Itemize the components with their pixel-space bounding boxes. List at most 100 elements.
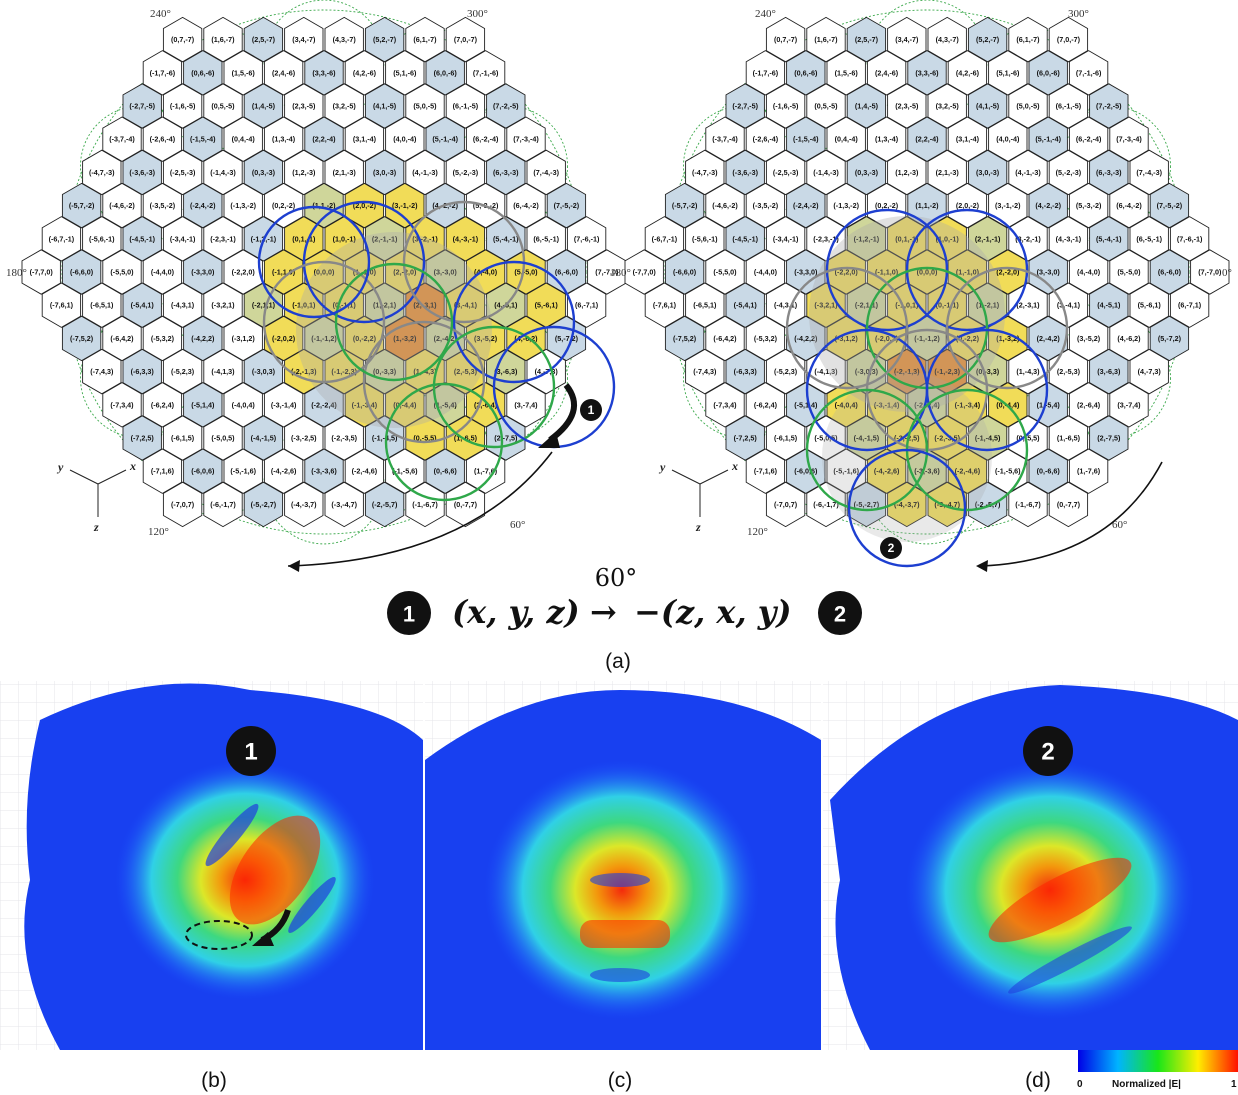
hex-cell — [82, 348, 122, 395]
hex-label: (3,4,-7) — [895, 35, 919, 44]
hex-cell — [82, 216, 122, 262]
hex-label: (1,-1,0) — [956, 268, 980, 277]
eq-rhs: −(z, x, y) — [634, 593, 792, 631]
hex-cell — [142, 50, 183, 96]
hex-cell — [1149, 315, 1190, 362]
hex-cell — [1028, 448, 1068, 494]
hex-cell — [162, 282, 203, 328]
hex-cell — [745, 382, 786, 428]
hex-label: (-7,0,7) — [774, 500, 798, 509]
hex-label: (-4,5,-1) — [732, 234, 758, 243]
hex-label: (4,-7,3) — [1138, 367, 1162, 376]
hex-label: (4,-2,-2) — [1035, 201, 1061, 210]
hex-label: (0,-1,1) — [333, 301, 357, 310]
hex-label: (-1,1,0) — [272, 268, 296, 277]
hex-label: (-7,4,3) — [693, 367, 717, 376]
hex-cell — [364, 83, 405, 129]
hex-label: (-7,5,2) — [673, 334, 697, 343]
hex-cell — [162, 149, 203, 196]
hex-label: (-5,6,-1) — [692, 234, 718, 243]
hex-cell — [304, 182, 344, 229]
hex-cell — [385, 382, 425, 428]
hex-label: (0,2,-2) — [272, 201, 296, 210]
hex-label: (6,-1,-5) — [1056, 102, 1082, 111]
hex-label: (0,6,-6) — [794, 68, 818, 77]
hex-label: (0,-7,7) — [454, 500, 478, 509]
hex-cell — [263, 249, 304, 295]
hex-label: (7,-5,-2) — [1157, 201, 1183, 210]
hex-label: (-3,1,2) — [835, 334, 859, 343]
axis-z-left: z — [93, 520, 99, 534]
hex-cell — [41, 216, 82, 262]
hex-label: (3,2,-5) — [936, 102, 960, 111]
hex-cell — [685, 149, 725, 196]
hex-cell — [725, 216, 765, 262]
hex-label: (0,-3,3) — [976, 367, 1000, 376]
angle-0-right: 0° — [1222, 267, 1232, 279]
hex-cell — [344, 182, 385, 229]
hex-label: (-2,6,-4) — [150, 135, 176, 144]
hex-label: (-3,6,-3) — [732, 168, 758, 177]
hex-cell — [826, 315, 866, 362]
hex-cell — [486, 415, 526, 461]
hex-label: (6,-6,0) — [1158, 268, 1182, 277]
hex-cell — [1028, 249, 1068, 295]
hex-cell — [826, 50, 866, 96]
hex-label: (0,3,-3) — [855, 168, 879, 177]
hex-cell — [927, 83, 967, 129]
hex-label: (-5,-2,7) — [854, 500, 880, 509]
hex-cell — [304, 50, 344, 96]
hex-label: (-2,-3,5) — [934, 434, 960, 443]
hex-cell — [364, 216, 405, 262]
hex-label: (-6,-1,7) — [210, 500, 236, 509]
hex-label: (-7,7,0) — [633, 268, 657, 277]
eq-badge-1-text: 1 — [403, 602, 415, 627]
hex-cell — [947, 448, 988, 494]
hex-label: (5,-6,1) — [1138, 301, 1162, 310]
hex-cell — [1109, 116, 1149, 162]
hex-cell — [765, 216, 806, 262]
hex-cell — [324, 149, 364, 196]
hex-label: (-1,4,-3) — [210, 168, 236, 177]
hex-cell — [122, 83, 162, 129]
hex-label: (2,-2,0) — [996, 268, 1020, 277]
hex-label: (-2,2,0) — [835, 268, 859, 277]
hex-cell — [1068, 249, 1109, 295]
hex-cell — [425, 382, 465, 428]
hex-label: (-5,1,4) — [794, 400, 818, 409]
hex-cell — [1089, 83, 1129, 129]
hex-label: (0,5,-5) — [211, 102, 235, 111]
hex-cell — [1028, 382, 1068, 428]
hex-label: (-4,1,3) — [211, 367, 235, 376]
hex-label: (-4,1,3) — [814, 367, 838, 376]
hex-label: (4,-6,2) — [1117, 334, 1141, 343]
hex-cell — [284, 83, 324, 129]
hex-label: (-6,0,6) — [794, 467, 818, 476]
hex-label: (-4,-1,5) — [854, 434, 880, 443]
hex-label: (-4,-3,7) — [894, 500, 920, 509]
hex-label: (-1,7,-6) — [753, 68, 779, 77]
hex-cell — [947, 50, 988, 96]
hex-cell — [725, 83, 765, 129]
hex-label: (-5,-2,7) — [251, 500, 277, 509]
hex-label: (4,-3,-1) — [1056, 234, 1082, 243]
hex-label: (2,-4,2) — [1037, 334, 1061, 343]
hex-label: (-3,5,-2) — [753, 201, 779, 210]
hex-label: (-6,3,3) — [131, 367, 155, 376]
hex-cell — [1048, 481, 1089, 528]
angle-300-left: 300° — [467, 8, 488, 20]
hex-cell — [445, 348, 486, 395]
hex-cell — [546, 182, 587, 229]
hex-label: (1,5,-6) — [232, 68, 256, 77]
hex-cell — [385, 116, 425, 162]
hex-label: (-3,3,0) — [191, 268, 215, 277]
hex-cell — [624, 249, 664, 295]
hex-cell — [142, 315, 183, 362]
hex-cell — [765, 282, 806, 328]
eq-angle: 60° — [595, 564, 638, 592]
hex-label: (4,0,-4) — [996, 135, 1020, 144]
hex-cell — [324, 415, 364, 461]
hex-cell — [486, 149, 526, 196]
hex-cell — [445, 16, 486, 63]
hex-label: (6,-4,-2) — [513, 201, 539, 210]
